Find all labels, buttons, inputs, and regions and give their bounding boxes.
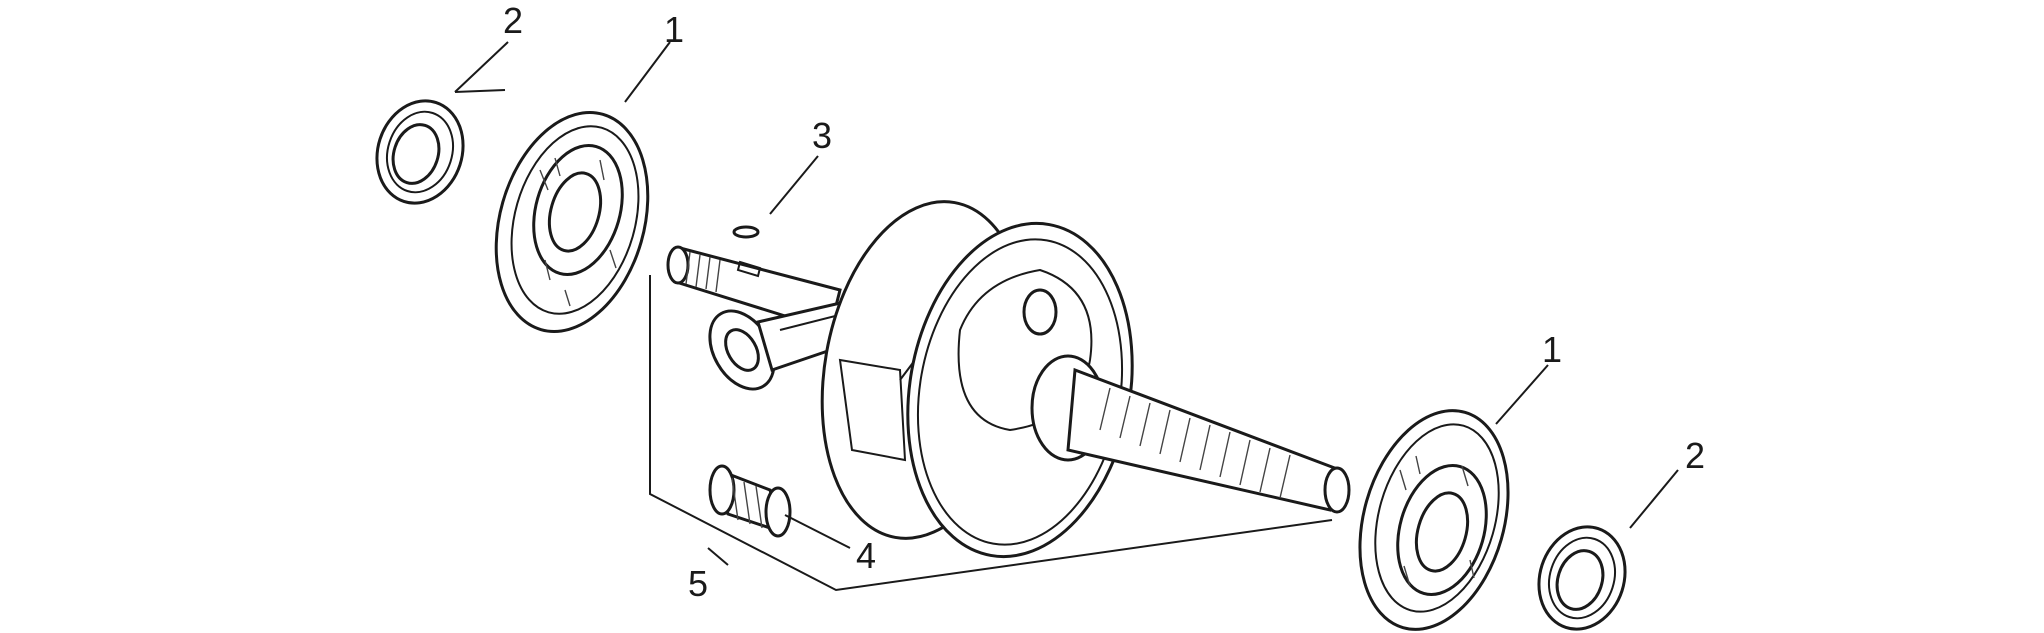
woodruff-key bbox=[732, 225, 760, 239]
assembly-bracket bbox=[649, 275, 1333, 592]
callout-2-left: 2 bbox=[503, 0, 523, 41]
leader-lines bbox=[454, 41, 1679, 566]
main-shaft bbox=[1030, 354, 1351, 514]
callout-1-left: 1 bbox=[664, 9, 684, 50]
callout-2-right: 2 bbox=[1685, 435, 1705, 476]
callout-5: 5 bbox=[688, 563, 708, 604]
callout-4: 4 bbox=[856, 535, 876, 576]
crankpin-shaft bbox=[666, 245, 842, 332]
left-main-bearing bbox=[494, 111, 650, 333]
right-oil-seal bbox=[1537, 525, 1627, 631]
callout-3: 3 bbox=[812, 115, 832, 156]
left-oil-seal bbox=[375, 99, 465, 205]
callout-1-right: 1 bbox=[1542, 329, 1562, 370]
needle-bearing bbox=[708, 464, 792, 538]
right-main-bearing bbox=[1358, 409, 1510, 631]
